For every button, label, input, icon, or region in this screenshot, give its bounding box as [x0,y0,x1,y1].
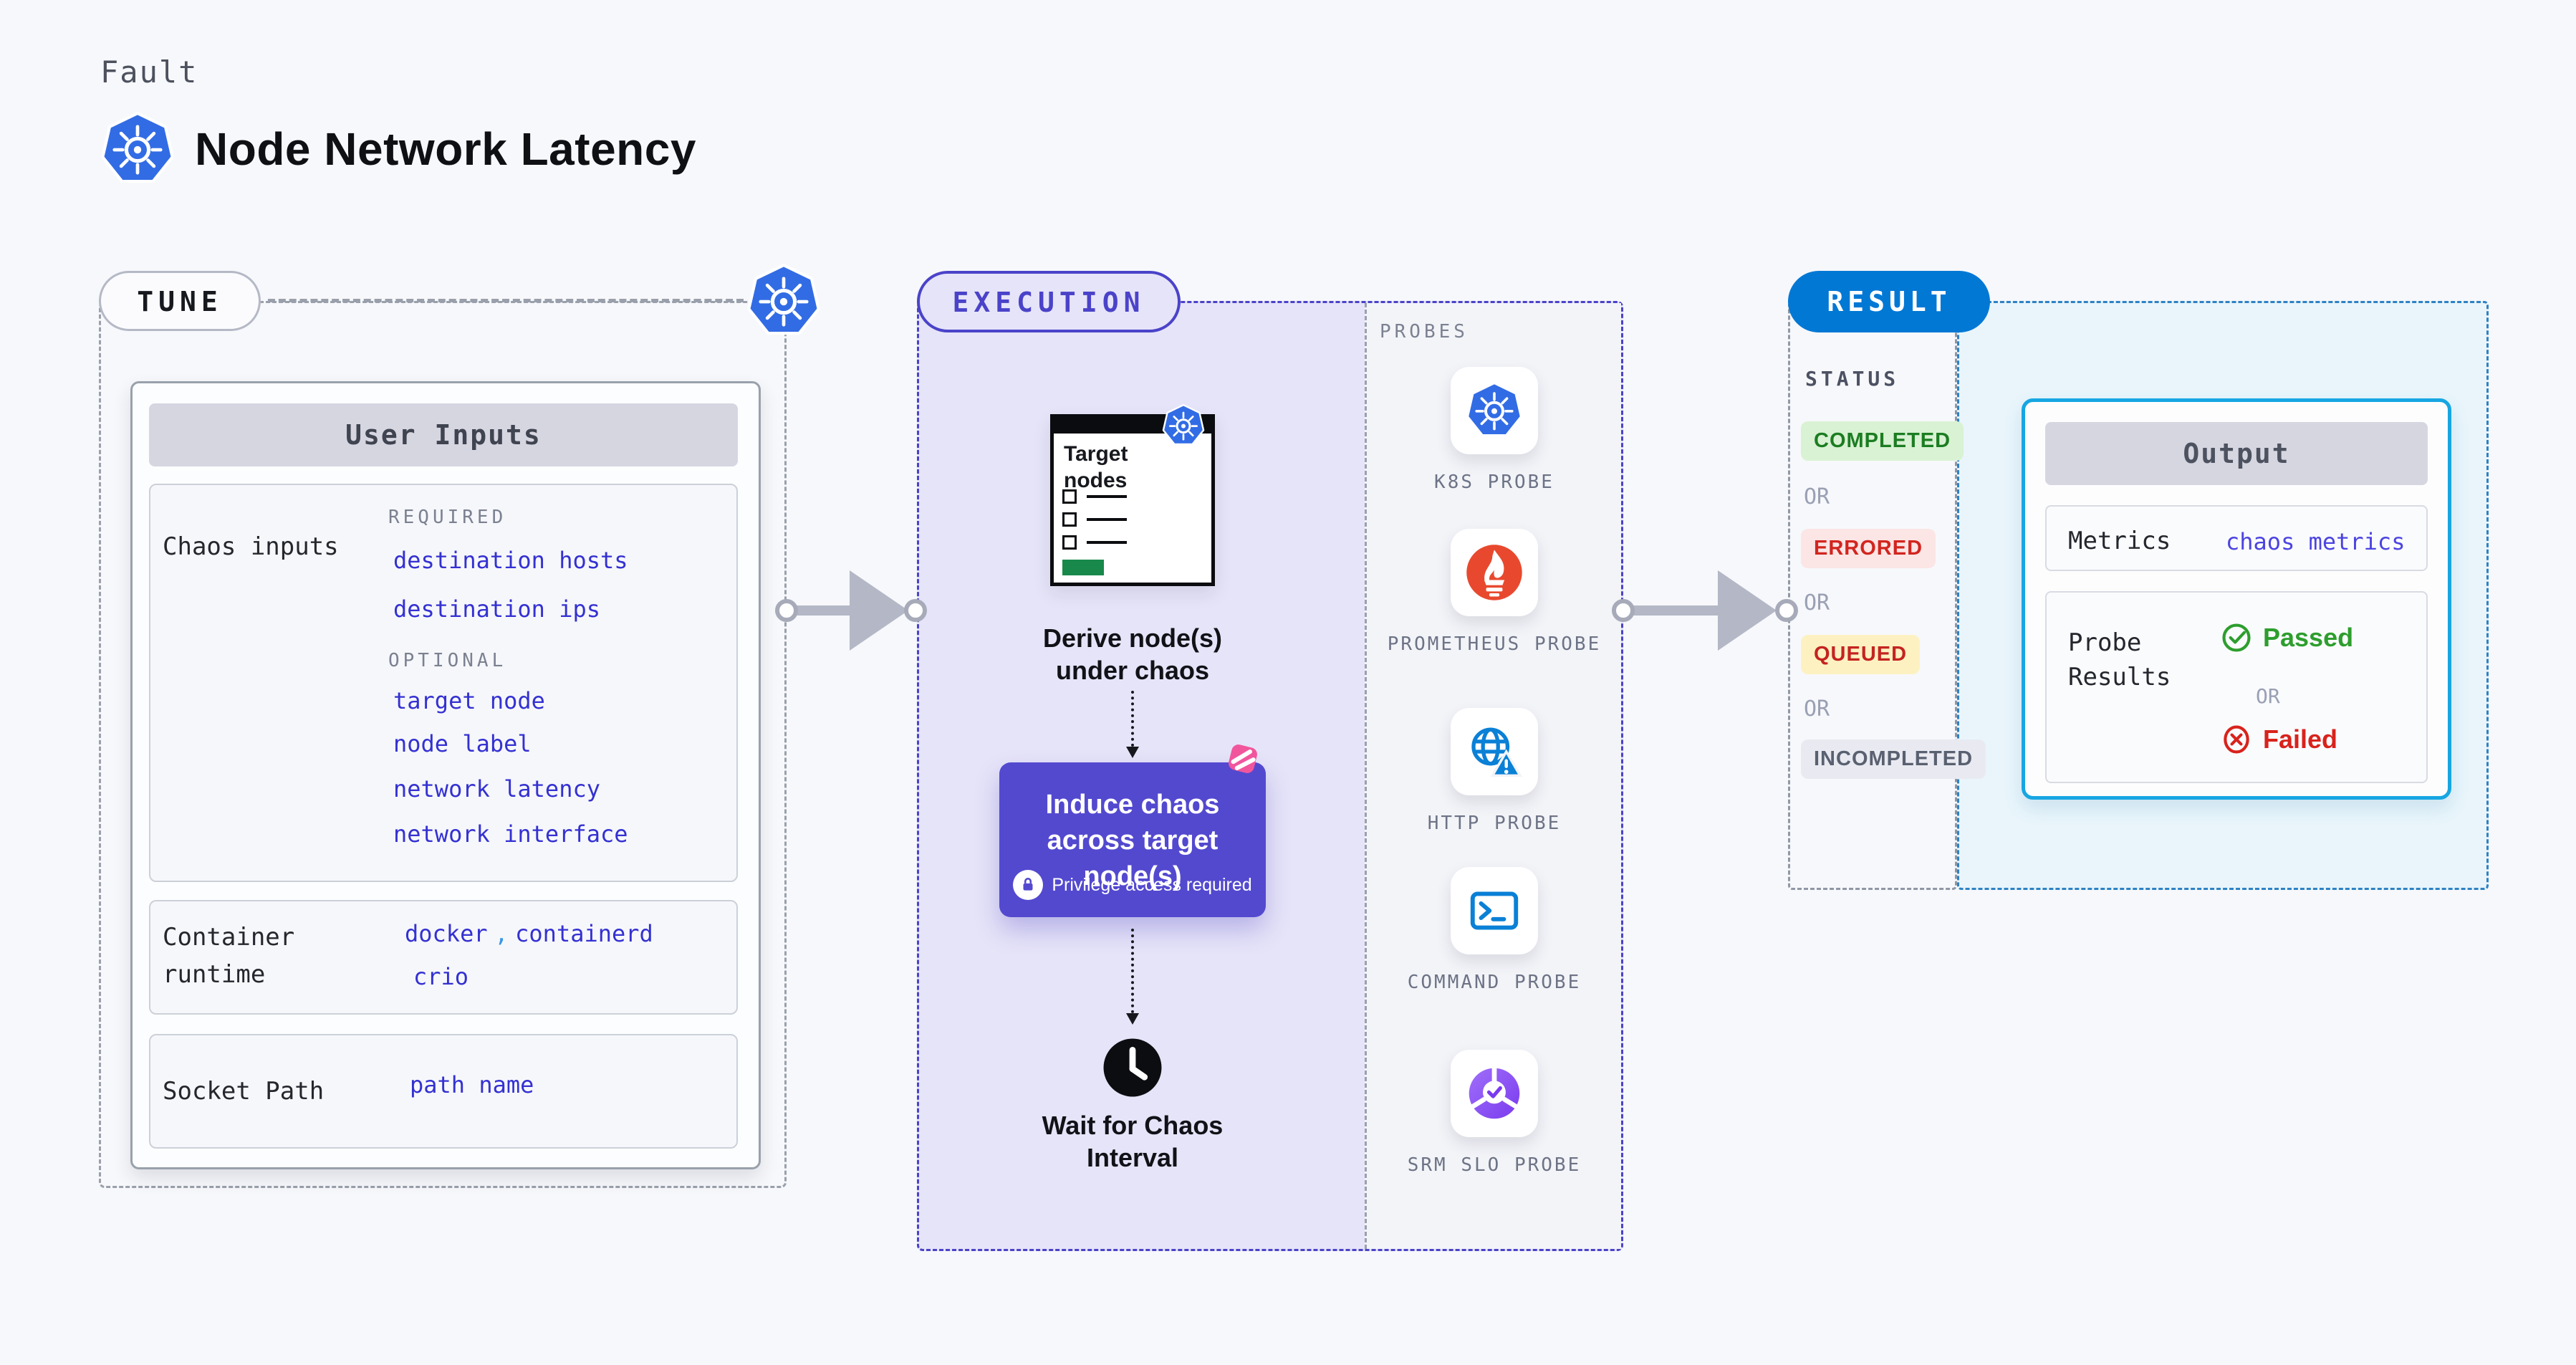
output-card: Output Metrics chaos metrics Probe Resul… [2022,398,2451,800]
flow-arrow-head [850,570,908,651]
probe-http-label: HTTP PROBE [1427,813,1562,834]
input-destination-hosts[interactable]: destination hosts [393,547,628,574]
container-runtime-label: Container runtime [163,923,295,989]
target-card-title: Target nodes [1064,442,1128,492]
container-runtime-values: docker , containerd [405,920,653,947]
induce-chaos-caption: Induce chaos across target node(s) [1045,790,1220,891]
status-label: STATUS [1805,367,1900,391]
result-badge: RESULT [1788,271,1990,332]
probe-prometheus-label: PROMETHEUS PROBE [1387,633,1602,655]
status-incompleted: INCOMPLETED [1801,739,1986,779]
input-target-node[interactable]: target node [393,687,545,714]
optional-label: OPTIONAL [388,650,507,671]
wait-caption: Wait for Chaos Interval [1042,1111,1224,1172]
page-title: Node Network Latency [195,123,696,175]
input-network-latency[interactable]: network latency [393,775,600,803]
metrics-value[interactable]: chaos metrics [2226,528,2406,555]
metrics-label: Metrics [2068,527,2171,555]
flow-arrow-head [1718,570,1777,651]
privilege-note: Privilege access required [1052,874,1252,895]
node-line [1087,518,1127,521]
runtime-containerd[interactable]: containerd [515,920,653,947]
socket-path-label: Socket Path [163,1077,325,1106]
output-title: Output [2045,422,2428,485]
dotted-connector [1131,929,1134,1013]
flow-arrow-ring [904,599,927,622]
lock-icon [1013,870,1044,900]
passed-result: Passed [2220,621,2353,654]
chaos-inputs-section: Chaos inputs REQUIRED destination hosts … [149,484,738,882]
probe-srm-slo [1451,1050,1538,1137]
execution-badge: EXECUTION [917,271,1181,332]
litmus-chaos-icon [1222,738,1264,780]
status-completed: COMPLETED [1801,421,1964,461]
input-network-interface[interactable]: network interface [393,820,628,848]
chaos-inputs-label: Chaos inputs [163,532,339,561]
or-label: OR [1804,484,1830,509]
user-inputs-panel: User Inputs Chaos inputs REQUIRED destin… [130,381,761,1169]
socket-path-value[interactable]: path name [410,1071,534,1098]
failed-result: Failed [2220,723,2337,756]
target-card-button[interactable] [1062,560,1104,575]
node-checkbox[interactable] [1062,535,1077,550]
container-runtime-section: Container runtime docker , containerd cr… [149,900,738,1015]
or-label: OR [2256,684,2280,708]
probe-results-label: Probe Results [2068,628,2171,691]
x-circle-icon [2224,725,2249,754]
kubernetes-icon [100,112,175,186]
prometheus-flame-icon [1466,545,1522,600]
node-line [1087,495,1127,498]
probe-results-row: Probe Results Passed OR Failed [2045,591,2428,783]
derive-caption: Derive node(s) under chaos [1042,623,1223,685]
probe-k8s-label: K8S PROBE [1434,471,1554,493]
flow-arrow-line [1623,605,1729,616]
or-label: OR [1804,590,1830,616]
flow-arrow-ring [1775,599,1798,622]
socket-path-section: Socket Path path name [149,1034,738,1149]
runtime-separator: , [494,920,509,947]
probe-k8s [1451,367,1538,454]
induce-chaos-box: Induce chaos across target node(s) Privi… [999,762,1266,917]
probe-command-label: COMMAND PROBE [1407,972,1582,993]
clock-icon [1101,1036,1164,1099]
probe-srm-slo-label: SRM SLO PROBE [1407,1154,1582,1176]
metrics-row: Metrics chaos metrics [2045,505,2428,571]
node-checkbox[interactable] [1062,512,1077,527]
failed-label: Failed [2263,724,2338,754]
dotted-arrow-head [1126,1013,1139,1025]
terminal-icon [1470,891,1519,930]
runtime-crio[interactable]: crio [413,963,469,990]
globe-warning-icon [1471,727,1523,777]
dotted-connector [1131,691,1134,747]
status-queued: QUEUED [1801,635,1921,674]
passed-label: Passed [2263,623,2354,652]
tune-badge: TUNE [99,271,261,331]
kubernetes-icon [746,264,821,338]
probe-prometheus [1451,529,1538,616]
user-inputs-title: User Inputs [149,403,738,466]
status-errored: ERRORED [1801,529,1936,568]
kubernetes-icon [1162,404,1205,447]
flow-arrow-ring [775,599,798,622]
privilege-row: Privilege access required [999,870,1266,900]
probe-command [1451,867,1538,954]
input-destination-ips[interactable]: destination ips [393,595,600,623]
tune-connector-line [268,299,744,302]
probes-label: PROBES [1380,321,1469,343]
required-label: REQUIRED [388,507,507,528]
node-line [1087,541,1127,544]
slo-pie-check-icon [1469,1065,1520,1119]
probe-http [1451,708,1538,795]
fault-kicker: Fault [100,54,198,90]
or-label: OR [1804,696,1830,722]
kubernetes-icon [1466,382,1523,439]
check-circle-icon [2222,623,2251,652]
flow-arrow-ring [1612,599,1635,622]
node-checkbox[interactable] [1062,489,1077,504]
runtime-docker[interactable]: docker [405,920,488,947]
dotted-arrow-head [1126,747,1139,758]
input-node-label[interactable]: node label [393,730,532,757]
